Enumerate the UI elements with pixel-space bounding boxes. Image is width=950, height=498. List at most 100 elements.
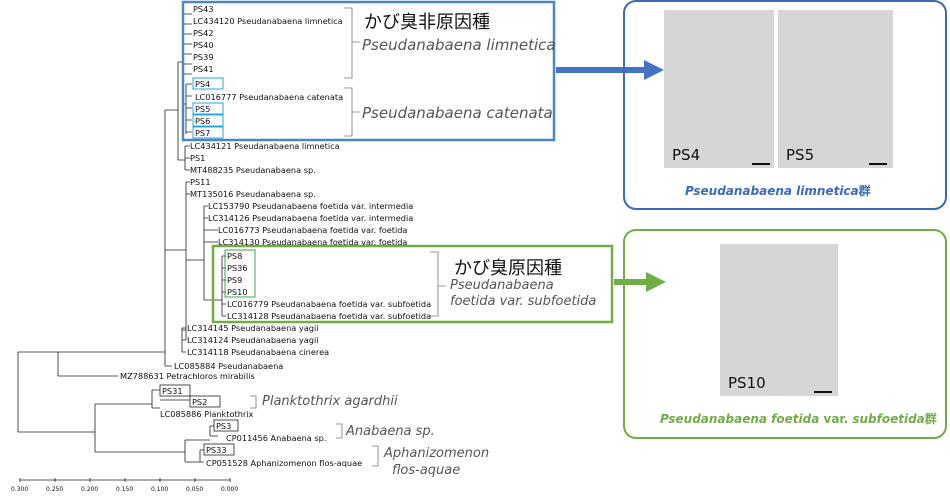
highlight-ps4 bbox=[192, 77, 224, 90]
tree-foetida-clade bbox=[165, 181, 190, 340]
group-title-nonmusty: かび臭非原因種 bbox=[364, 12, 490, 33]
leaf-label: PS2 bbox=[192, 397, 208, 407]
outgroup-label-anabaena: Anabaena sp. bbox=[346, 424, 435, 439]
species-label-limnetica: Pseudanabaena limnetica bbox=[362, 36, 556, 54]
leaf-label: PS8 bbox=[227, 251, 243, 261]
highlight-ps7 bbox=[192, 126, 224, 139]
box-ps33 bbox=[203, 443, 235, 456]
leaf-label: PS41 bbox=[193, 64, 214, 74]
tree-limnetica-group bbox=[178, 13, 192, 104]
leaf-label: LC434120 Pseudanabaena limnetica bbox=[193, 16, 343, 26]
tree-main-clade bbox=[164, 110, 172, 367]
tree-root-branch bbox=[17, 351, 95, 433]
arrowhead-blue bbox=[644, 60, 664, 80]
leaf-label: LC016779 Pseudanabaena foetida var. subf… bbox=[227, 299, 432, 309]
caption-foetida-var: var. bbox=[819, 412, 853, 426]
arrowhead-green bbox=[646, 272, 666, 292]
tree-outgroup-backbone bbox=[94, 403, 185, 453]
leaf-label: LC314124 Pseudanabaena yagii bbox=[187, 335, 319, 345]
leaf-label: PS6 bbox=[195, 116, 211, 126]
leaf-label: PS36 bbox=[227, 263, 248, 273]
leaf-label: LC153790 Pseudanabaena foetida var. inte… bbox=[208, 201, 414, 211]
outgroup-label-planktothrix: Planktothrix agardhii bbox=[262, 394, 398, 409]
caption-foetida: Pseudanabaena foetida var. subfoetida群 bbox=[660, 410, 937, 427]
outgroup-label-aphanizomenon-2: flos-aquae bbox=[392, 463, 461, 478]
brace-catenata bbox=[344, 87, 360, 137]
tree-pseudanabaena-backbone bbox=[57, 351, 165, 377]
leaf-label: PS9 bbox=[227, 275, 243, 285]
caption-limnetica-species: Pseudanabaena limnetica bbox=[685, 184, 859, 198]
highlight-ps8-ps10 bbox=[224, 249, 256, 298]
group-title-musty: かび臭原因種 bbox=[454, 258, 562, 279]
leaf-label: LC434121 Pseudanabaena limnetica bbox=[190, 141, 340, 151]
scale-tick: 0.250 bbox=[46, 486, 64, 493]
tree-ps1-group bbox=[178, 145, 190, 171]
scale-bar-ps4 bbox=[752, 163, 770, 165]
micrograph-ps4 bbox=[664, 10, 774, 168]
leaf-label: PS39 bbox=[193, 52, 214, 62]
leaf-label: LC314126 Pseudanabaena foetida var. inte… bbox=[208, 213, 414, 223]
photo-label-ps10: PS10 bbox=[728, 374, 766, 392]
micrograph-ps10 bbox=[720, 244, 838, 396]
leaf-label: MT135016 Pseudanabaena sp. bbox=[190, 189, 316, 199]
leaf-label: PS5 bbox=[195, 104, 211, 114]
tree-catenata-group bbox=[183, 83, 192, 134]
species-label-foetida-1: Pseudanabaena bbox=[450, 278, 554, 293]
caption-foetida-species: Pseudanabaena foetida bbox=[660, 412, 820, 426]
leaf-label: PS1 bbox=[190, 153, 206, 163]
brace-limnetica bbox=[344, 7, 360, 79]
scale-tick: 0.050 bbox=[186, 486, 204, 493]
photo-panel-limnetica bbox=[623, 0, 947, 210]
leaf-label: CP051528 Aphanizomenon flos-aquae bbox=[206, 458, 363, 468]
leaf-label: LC085886 Planktothrix bbox=[160, 409, 254, 419]
leaf-label: LC314130 Pseudanabaena foetida var. foet… bbox=[218, 237, 408, 247]
species-label-foetida-2: foetida var. subfoetida bbox=[450, 294, 597, 309]
leaf-label: PS31 bbox=[162, 386, 183, 396]
photo-label-ps5: PS5 bbox=[786, 146, 815, 164]
box-ps31 bbox=[159, 384, 191, 397]
leaf-label: PS10 bbox=[227, 287, 248, 297]
photo-label-ps4: PS4 bbox=[672, 146, 701, 164]
caption-foetida-subspecies: subfoetida bbox=[852, 412, 925, 426]
brace-anabaena bbox=[336, 423, 343, 439]
box-ps2 bbox=[189, 395, 221, 408]
caption-limnetica-suffix: 群 bbox=[858, 184, 871, 198]
brace-aphanizomenon bbox=[372, 445, 379, 467]
highlight-ps6 bbox=[192, 114, 224, 127]
leaf-label: PS33 bbox=[206, 445, 227, 455]
scale-bar-ps5 bbox=[869, 163, 887, 165]
leaf-label: MT488235 Pseudanabaena sp. bbox=[190, 165, 316, 175]
group-box-nonmusty bbox=[181, 0, 556, 142]
leaf-label: PS4 bbox=[195, 79, 211, 89]
scale-tick: 0.200 bbox=[81, 486, 99, 493]
leaf-label: PS11 bbox=[190, 177, 211, 187]
group-box-musty bbox=[211, 244, 614, 324]
leaf-label: PS40 bbox=[193, 40, 214, 50]
leaf-label: LC016773 Pseudanabaena foetida var. foet… bbox=[218, 225, 408, 235]
leaf-label: PS7 bbox=[195, 128, 211, 138]
highlight-ps5 bbox=[192, 102, 224, 115]
leaf-label: LC314118 Pseudanabaena cinerea bbox=[187, 347, 330, 357]
leaf-label: PS42 bbox=[193, 28, 214, 38]
leaf-label: LC314145 Pseudanabaena yagii bbox=[187, 323, 319, 333]
box-ps3 bbox=[213, 419, 239, 432]
scale-tick: 0.100 bbox=[151, 486, 169, 493]
leaf-label: LC016777 Pseudanabaena catenata bbox=[195, 92, 344, 102]
leaf-label: PS43 bbox=[193, 4, 214, 14]
scale-tick: 0.300 bbox=[11, 486, 29, 493]
tree-planktothrix bbox=[151, 389, 190, 409]
brace-foetida bbox=[430, 251, 446, 317]
tree-anabaena-aphanizomenon bbox=[184, 425, 218, 463]
brace-planktothrix bbox=[250, 395, 257, 409]
photo-panel-foetida bbox=[623, 229, 947, 439]
scale-bar bbox=[19, 478, 231, 482]
leaf-label: LC085884 Pseudanabaena bbox=[174, 361, 284, 371]
caption-foetida-suffix: 群 bbox=[924, 412, 937, 426]
leaf-label: PS3 bbox=[216, 421, 232, 431]
leaf-label: LC314128 Pseudanabaena foetida var. subf… bbox=[227, 311, 432, 321]
leaf-label: CP011456 Anabaena sp. bbox=[226, 433, 327, 443]
scale-bar-ps10 bbox=[814, 391, 832, 393]
species-label-catenata: Pseudanabaena catenata bbox=[362, 104, 553, 122]
